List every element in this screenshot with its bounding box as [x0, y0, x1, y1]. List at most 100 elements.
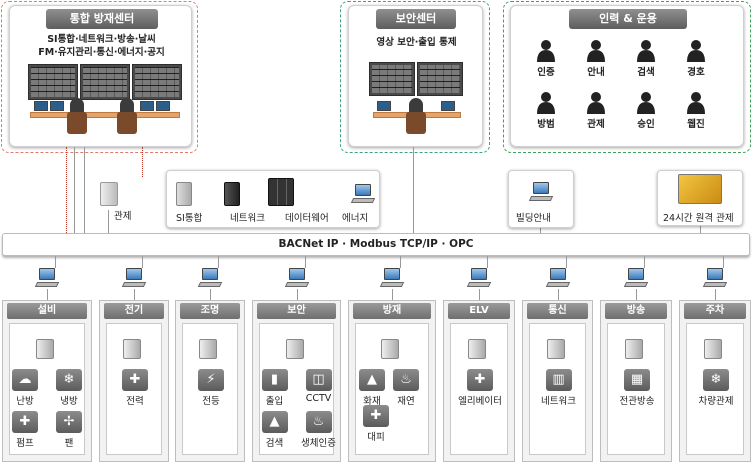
- function-label: 화재: [363, 396, 381, 407]
- subsystem-pc-icon: [34, 268, 60, 288]
- network-server-icon: [224, 182, 240, 206]
- subsystem-pc-icon: [545, 268, 570, 288]
- link-line: [413, 147, 414, 233]
- subsystem-5: 방재▲화재♨재연✚대피: [348, 300, 436, 462]
- escort-icon: [683, 38, 709, 62]
- function-label: 전등: [202, 396, 220, 407]
- desk-monitor: [140, 101, 154, 111]
- link-line: [84, 147, 85, 233]
- resource-5: 방범: [527, 90, 565, 130]
- function-icon: ♨: [393, 369, 419, 391]
- subsystem-link: [487, 256, 488, 268]
- search-person-icon: [633, 38, 659, 62]
- video-wall: [417, 62, 463, 96]
- function-label: 네트워크: [541, 396, 576, 407]
- video-wall: [369, 62, 415, 96]
- resource-7: 승인: [627, 90, 665, 130]
- group-label-energy: 에너지: [342, 213, 369, 224]
- resource-6: 관제: [577, 90, 615, 130]
- subsystem-link: [723, 256, 724, 268]
- subsystem-7: 통신 ▥ 네트워크: [522, 300, 593, 462]
- subsystem-link: [400, 256, 401, 268]
- vehicle-approve-icon: [633, 90, 659, 114]
- resource-8: 웹진: [677, 90, 715, 130]
- integrated-link: [66, 147, 67, 233]
- function-label: 냉방: [60, 396, 78, 407]
- integrated-link: [142, 147, 143, 177]
- subsystem-device-icon: [546, 339, 565, 359]
- function-label: 재연: [397, 396, 415, 407]
- desk-monitor: [377, 101, 391, 111]
- si-server-icon: [176, 182, 192, 206]
- subsystem-link: [557, 289, 559, 300]
- operator-chair: [406, 112, 426, 134]
- manpower-border: [503, 1, 751, 153]
- remote-control-icon: [678, 174, 722, 204]
- subsystem-device-icon: [285, 339, 304, 359]
- video-wall: [80, 64, 130, 100]
- subsystem-link: [644, 256, 645, 268]
- desk-monitor: [156, 101, 170, 111]
- subsystem-pc-icon: [379, 268, 405, 288]
- subsystem-pc-icon: [197, 268, 223, 288]
- resource-label: 안내: [587, 67, 605, 78]
- function-icon: ✚: [12, 411, 38, 433]
- function-icon: ⚡: [198, 369, 224, 391]
- resource-label: 승인: [637, 119, 655, 130]
- function-label: 출입: [265, 396, 284, 407]
- function-label: 팬: [64, 438, 74, 449]
- function-icon: ♨: [305, 411, 332, 433]
- resource-4: 경호: [677, 38, 715, 78]
- function-icon: ☁: [12, 369, 38, 391]
- subsystem-device-icon: [381, 339, 399, 359]
- security-center-border: [340, 1, 490, 153]
- resource-label: 방범: [537, 119, 555, 130]
- function-icon: ◫: [305, 369, 332, 391]
- resource-label: 인증: [537, 67, 555, 78]
- subsystem-link: [210, 289, 211, 300]
- face-auth-icon: [533, 38, 559, 62]
- control-label: 관제: [114, 211, 132, 222]
- protocol-backbone: BACNet IP · Modbus TCP/IP · OPC: [2, 233, 750, 256]
- function-icon: ❄: [703, 369, 729, 391]
- subsystem-title: 보안: [257, 303, 336, 319]
- function-label: 전력: [126, 396, 144, 407]
- subsystem-6: ELV✚엘리베이터: [443, 300, 515, 462]
- link-line: [700, 225, 701, 233]
- operator-chair: [67, 112, 87, 134]
- function-icon: ▲: [359, 369, 385, 391]
- subsystem-title: ELV: [448, 303, 510, 319]
- subsystem-device-icon: [36, 339, 54, 359]
- subsystem-title: 전기: [104, 303, 164, 319]
- subsystem-title: 조명: [180, 303, 240, 319]
- subsystem-pc-icon: [466, 268, 492, 288]
- function-label: 엘리베이터: [458, 396, 502, 407]
- subsystem-title: 통신: [527, 303, 588, 319]
- function-icon: ✚: [122, 369, 148, 391]
- subsystem-link: [479, 289, 480, 300]
- subsystem-device-icon: [199, 339, 217, 359]
- subsystem-link: [142, 256, 143, 268]
- group-label-si: SI통합: [176, 213, 203, 224]
- function-label: 대피: [367, 432, 385, 443]
- energy-pc-icon: [350, 184, 376, 204]
- resource-1: 인증: [527, 38, 565, 78]
- security-center-panel: 보안센터 영상 보안·출입 통제: [348, 5, 483, 147]
- function-icon: ✢: [56, 411, 82, 433]
- subsystem-pc-icon: [623, 268, 649, 288]
- subsystem-3: 조명 ⚡ 전등: [175, 300, 245, 462]
- subsystem-link: [392, 289, 393, 300]
- subsystem-1: 설비☁난방❄냉방✚펌프✢팬: [2, 300, 92, 462]
- data-warehouse-icon: [268, 178, 294, 206]
- function-label: 생체인증: [301, 438, 336, 449]
- group-label-datawarehouse: 데이터웨어: [285, 213, 329, 224]
- function-icon: ▥: [545, 369, 572, 391]
- subsystem-pc-icon: [121, 268, 147, 288]
- subsystem-9: 주차❄차량관제: [679, 300, 751, 462]
- subsystem-pc-icon: [284, 268, 309, 288]
- function-label: 난방: [16, 396, 34, 407]
- subsystem-title: 방송: [605, 303, 667, 319]
- subsystem-link: [296, 289, 298, 300]
- subsystem-device-icon: [704, 339, 722, 359]
- function-label: CCTV: [305, 393, 332, 404]
